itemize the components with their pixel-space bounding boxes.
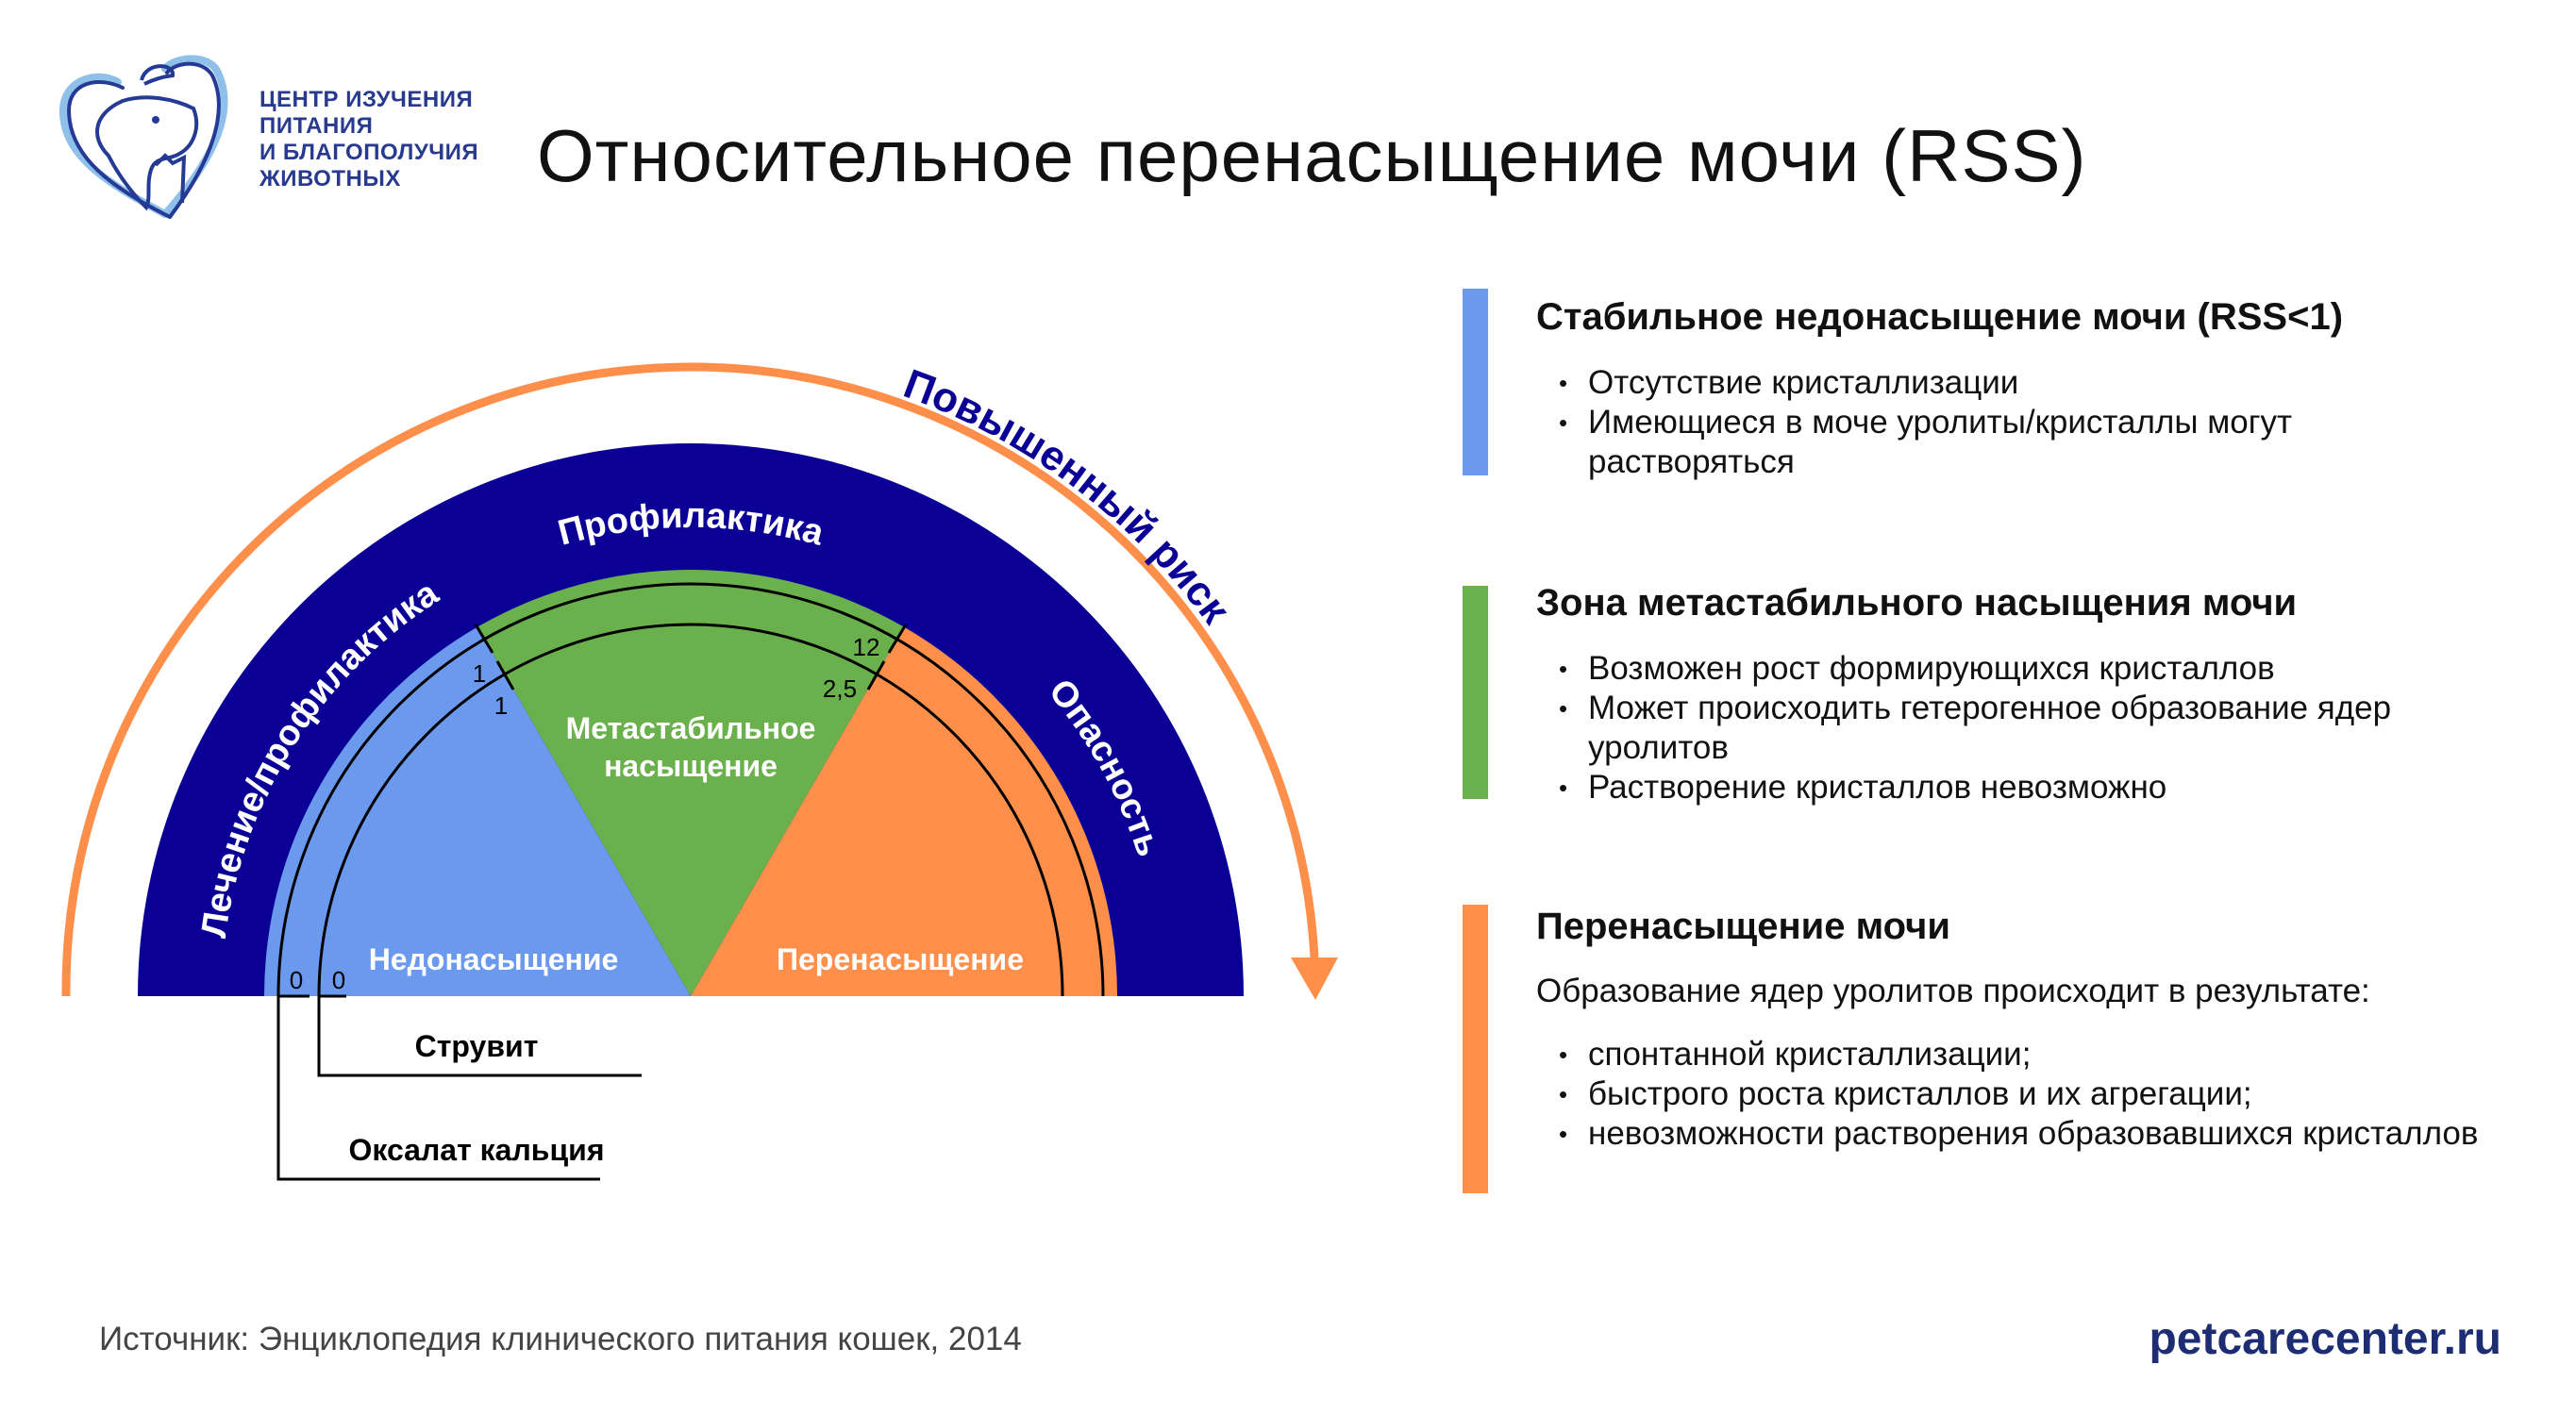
risk-arrow-head: [1291, 957, 1338, 1000]
list-item: Имеющиеся в моче уролиты/кристаллы могут…: [1559, 403, 2494, 482]
section-intro: Образование ядер уролитов происходит в р…: [1536, 973, 2370, 1009]
section-heading: Зона метастабильного насыщения мочи: [1536, 582, 2298, 624]
zone-label-meta-1: Метастабильное: [566, 711, 816, 745]
logo-text: ЦЕНТР ИЗУЧЕНИЯ ПИТАНИЯ И БЛАГОПОЛУЧИЯ ЖИ…: [259, 87, 478, 192]
list-item: Возможен рост формирующихся кристаллов: [1559, 649, 2494, 689]
logo-line: ЦЕНТР ИЗУЧЕНИЯ: [259, 87, 474, 112]
list-item: Растворение кристаллов невозможно: [1559, 768, 2494, 807]
zone-label-meta-2: насыщение: [604, 749, 778, 783]
oxalate-label: Оксалат кальция: [349, 1133, 605, 1167]
oxalate-high-label: 12: [853, 633, 880, 661]
struvite-high-label: 2,5: [823, 674, 857, 703]
rss-gauge-diagram: Повышенный риск Лечение/профилактика Про…: [61, 360, 1338, 1181]
logo-line: И БЛАГОПОЛУЧИЯ: [259, 140, 479, 165]
oxalate-min-label: 0: [290, 966, 303, 994]
list-item: Может происходить гетерогенное образован…: [1559, 689, 2494, 768]
zone-label-over: Перенасыщение: [777, 942, 1024, 976]
struvite-scale-arc: [317, 623, 1064, 997]
page-title: Относительное перенасыщение мочи (RSS): [537, 114, 2087, 197]
section-heading: Стабильное недонасыщение мочи (RSS<1): [1536, 296, 2344, 338]
list-item: спонтанной кристаллизации;: [1559, 1035, 2494, 1074]
website-link[interactable]: petcarecenter.ru: [2149, 1314, 2501, 1364]
zone-label-under: Недонасыщение: [369, 942, 619, 976]
list-item: Отсутствие кристаллизации: [1559, 363, 2494, 403]
oxalate-low-label: 1: [473, 659, 486, 688]
struvite-min-label: 0: [332, 966, 345, 994]
section-bullets: спонтанной кристаллизации; быстрого рост…: [1559, 1035, 2494, 1154]
zone-supersaturation: [691, 626, 1117, 996]
struvite-label: Струвит: [415, 1029, 539, 1063]
source-citation: Источник: Энциклопедия клинического пита…: [99, 1321, 1022, 1357]
logo-line: ЖИВОТНЫХ: [259, 166, 401, 191]
logo-line: ПИТАНИЯ: [259, 113, 374, 139]
section-bar-green: [1463, 586, 1488, 799]
section-bar-blue: [1463, 289, 1488, 475]
section-bullets: Возможен рост формирующихся кристаллов М…: [1559, 649, 2494, 807]
struvite-low-label: 1: [494, 691, 508, 720]
oxalate-leader-line: [276, 996, 600, 1181]
section-bullets: Отсутствие кристаллизации Имеющиеся в мо…: [1559, 363, 2494, 482]
section-bar-orange: [1463, 905, 1488, 1193]
risk-arrow-arc: [61, 362, 1319, 997]
zone-undersaturation: [264, 626, 691, 996]
section-heading: Перенасыщение мочи: [1536, 906, 1950, 947]
oxalate-scale-arc: [276, 582, 1105, 997]
scale-ticks: [278, 624, 908, 998]
zone-metastable: [477, 570, 904, 996]
struvite-leader-line: [317, 996, 642, 1077]
list-item: быстрого роста кристаллов и их агрегации…: [1559, 1074, 2494, 1114]
logo-icon: [59, 55, 228, 219]
list-item: невозможности растворения образовавшихся…: [1559, 1114, 2494, 1154]
